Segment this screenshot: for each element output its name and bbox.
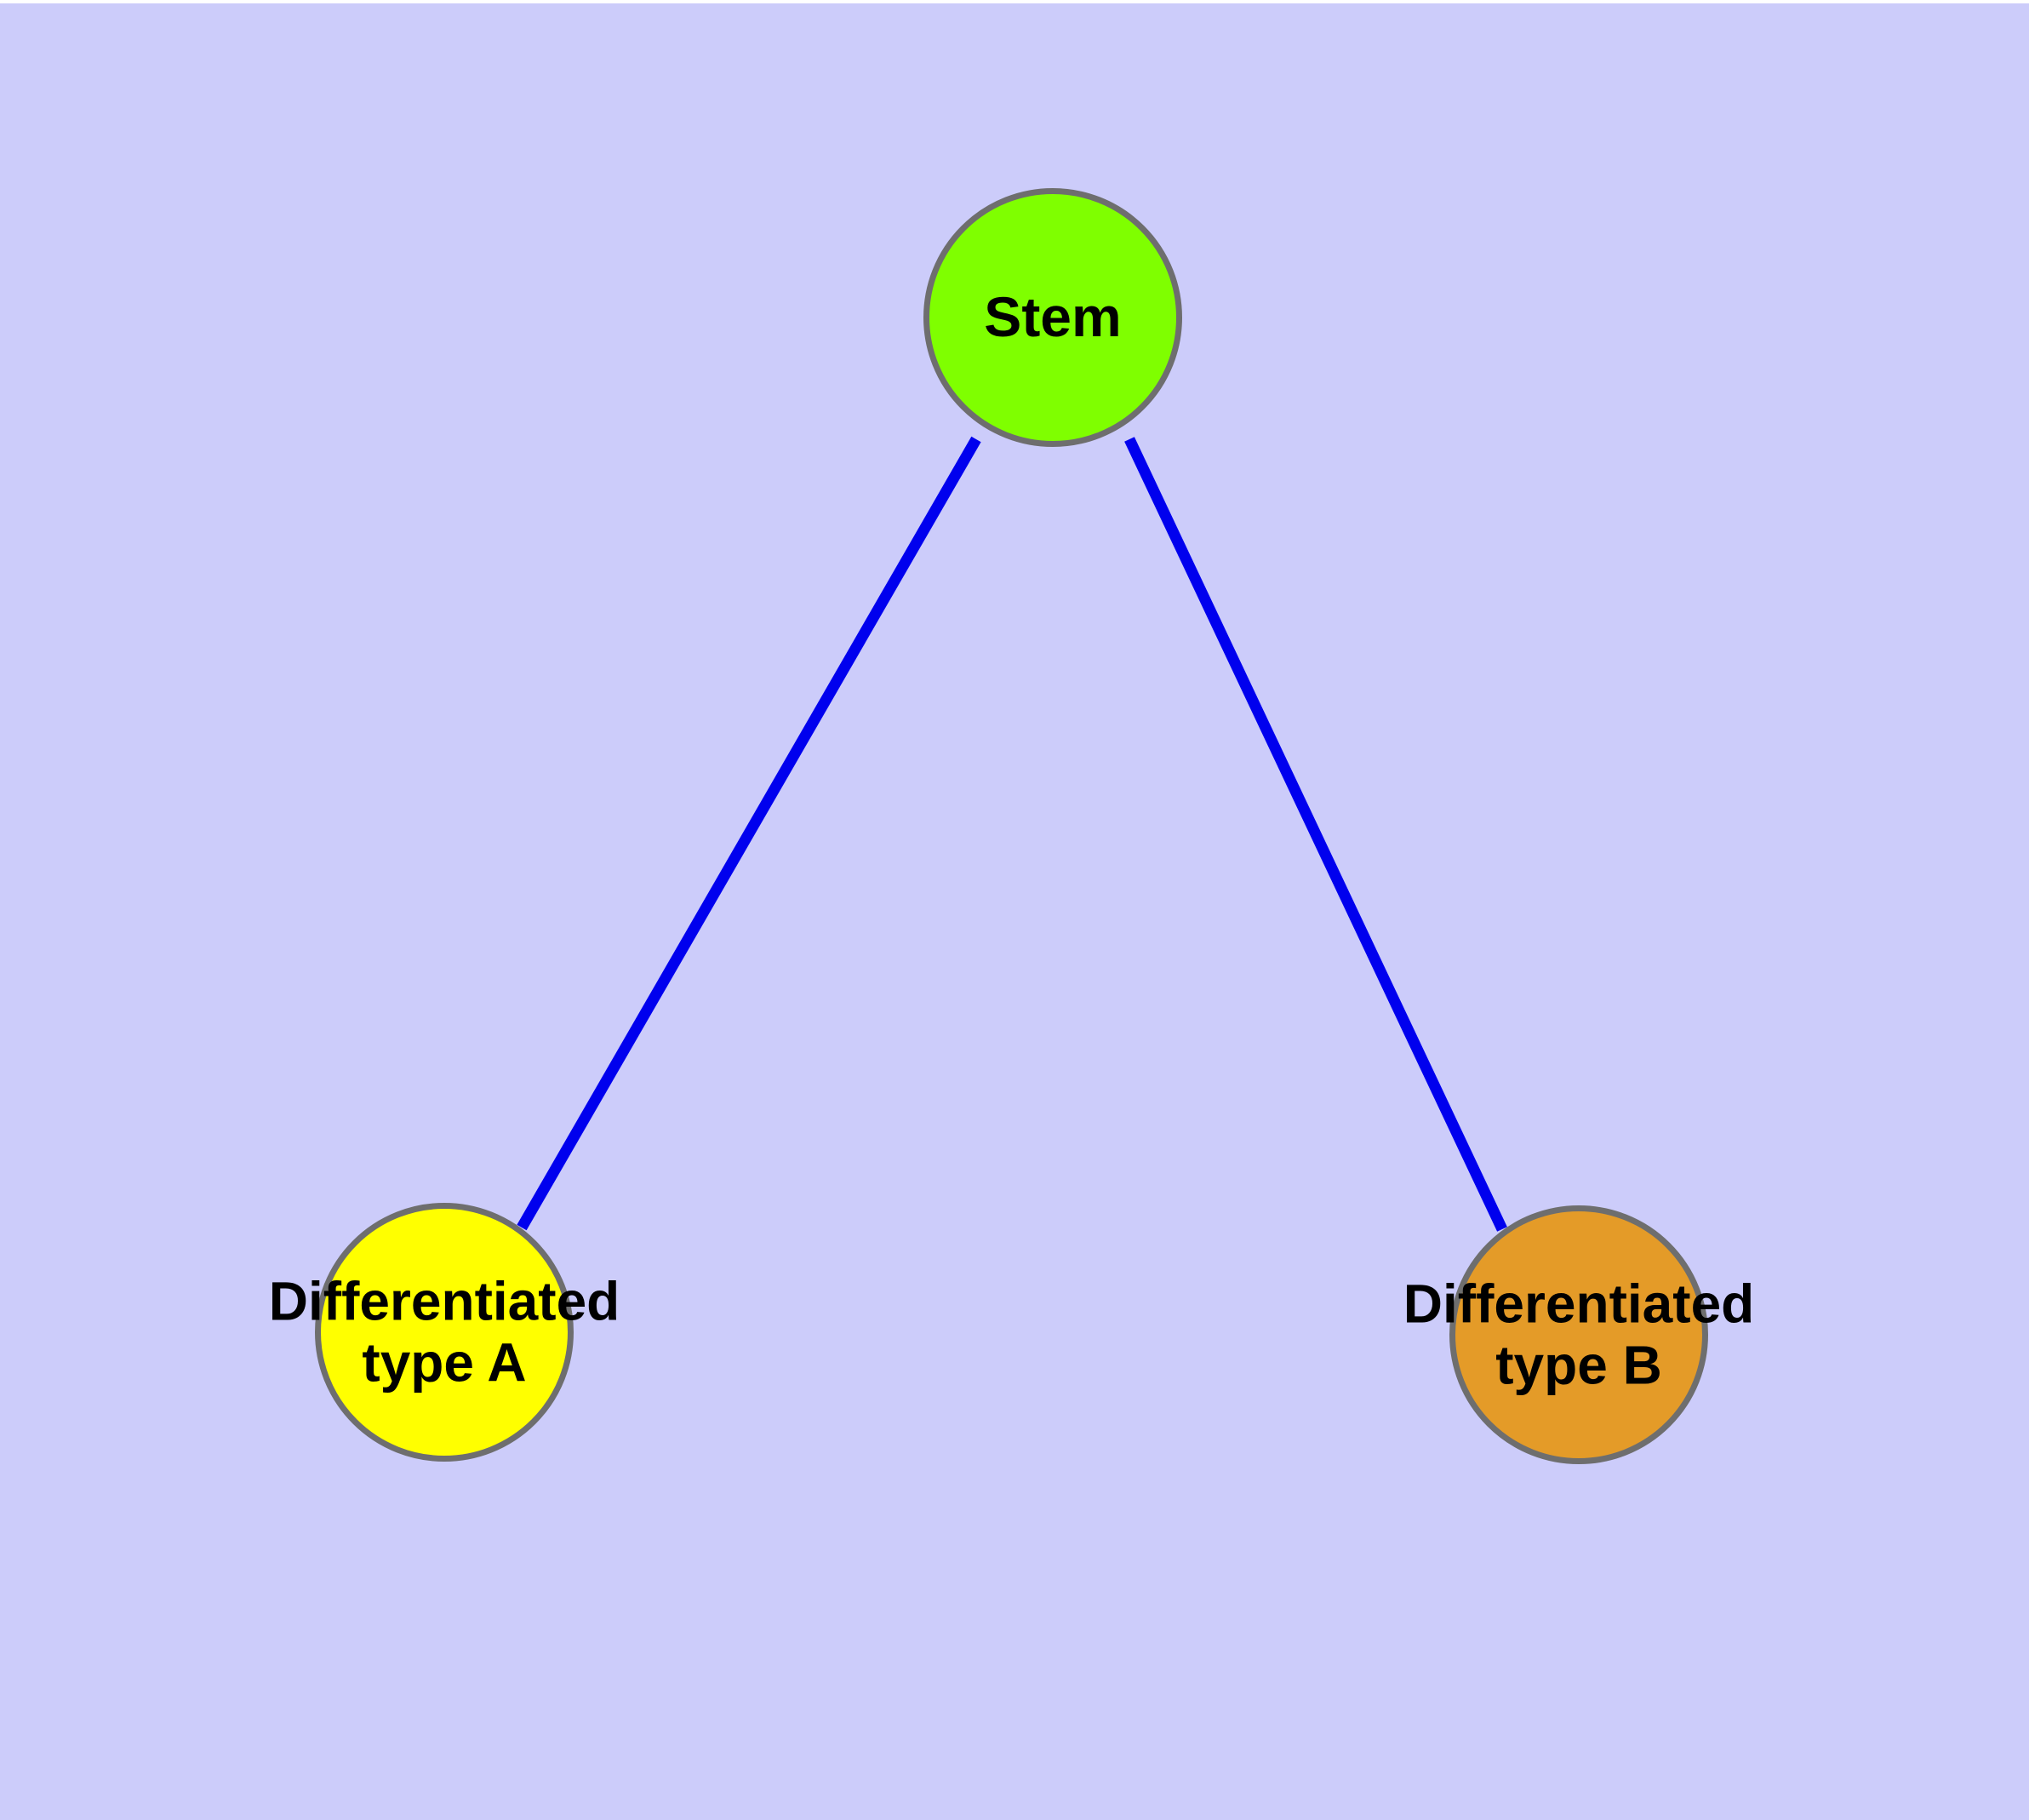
edge-stem-to-diff-a [517, 436, 981, 1231]
node-stem-label: Stem [984, 285, 1122, 349]
node-differentiated-type-a[interactable]: Differentiated type A [269, 1203, 620, 1462]
node-differentiated-type-b[interactable]: Differentiated type B [1403, 1205, 1754, 1464]
edge-stem-to-diff-b [1124, 437, 1507, 1232]
node-stem[interactable]: Stem [923, 188, 1182, 447]
